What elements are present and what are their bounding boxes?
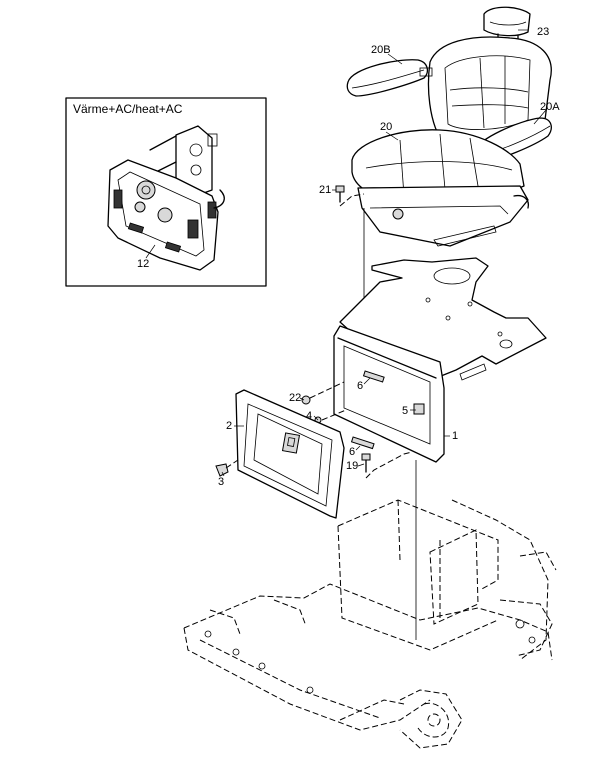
leader-22 (299, 397, 305, 401)
inset-frame (65, 97, 267, 287)
callout-2: 2 (226, 420, 233, 432)
callout-4: 4 (306, 410, 313, 422)
callout-5: 5 (402, 405, 409, 417)
callout-3: 3 (218, 476, 225, 488)
dash-4 (321, 409, 347, 421)
leader-20B (387, 53, 403, 65)
leader-20A (533, 109, 547, 125)
callout-20A: 20A (540, 101, 560, 113)
dash-19 (365, 451, 413, 479)
clip-3 (215, 459, 239, 477)
callout-6-upper: 6 (357, 380, 364, 392)
heat-ac-control-panel (107, 125, 225, 271)
armrest-left (346, 59, 433, 97)
callout-1: 1 (452, 430, 459, 442)
leader-6b (355, 445, 361, 451)
access-door (235, 389, 345, 519)
callout-23: 23 (537, 26, 550, 38)
leader-6a (363, 377, 371, 385)
callout-20B: 20B (371, 44, 391, 56)
callout-6-lower: 6 (349, 446, 356, 458)
callout-19: 19 (346, 460, 359, 472)
inset-box (65, 97, 267, 287)
seat-suspension-base (357, 185, 530, 247)
trim-6-lower (350, 436, 375, 450)
console-box (333, 325, 445, 463)
callout-12: 12 (137, 258, 150, 270)
leader-4 (313, 415, 319, 421)
dash-22 (309, 381, 345, 399)
leader-3 (221, 471, 225, 477)
chassis-frame-dashed (183, 499, 557, 749)
callout-22: 22 (289, 392, 302, 404)
seat-assembly (346, 6, 552, 247)
callout-20: 20 (380, 121, 393, 133)
leader-12 (145, 244, 156, 259)
screw-19 (361, 453, 371, 473)
callout-21: 21 (319, 184, 332, 196)
nut-22 (301, 395, 311, 405)
leader-20 (385, 131, 399, 141)
inset-title: Värme+AC/heat+AC (73, 102, 183, 116)
trim-6-upper (362, 370, 385, 383)
leader-19 (357, 463, 365, 467)
screw-21 (335, 185, 365, 207)
